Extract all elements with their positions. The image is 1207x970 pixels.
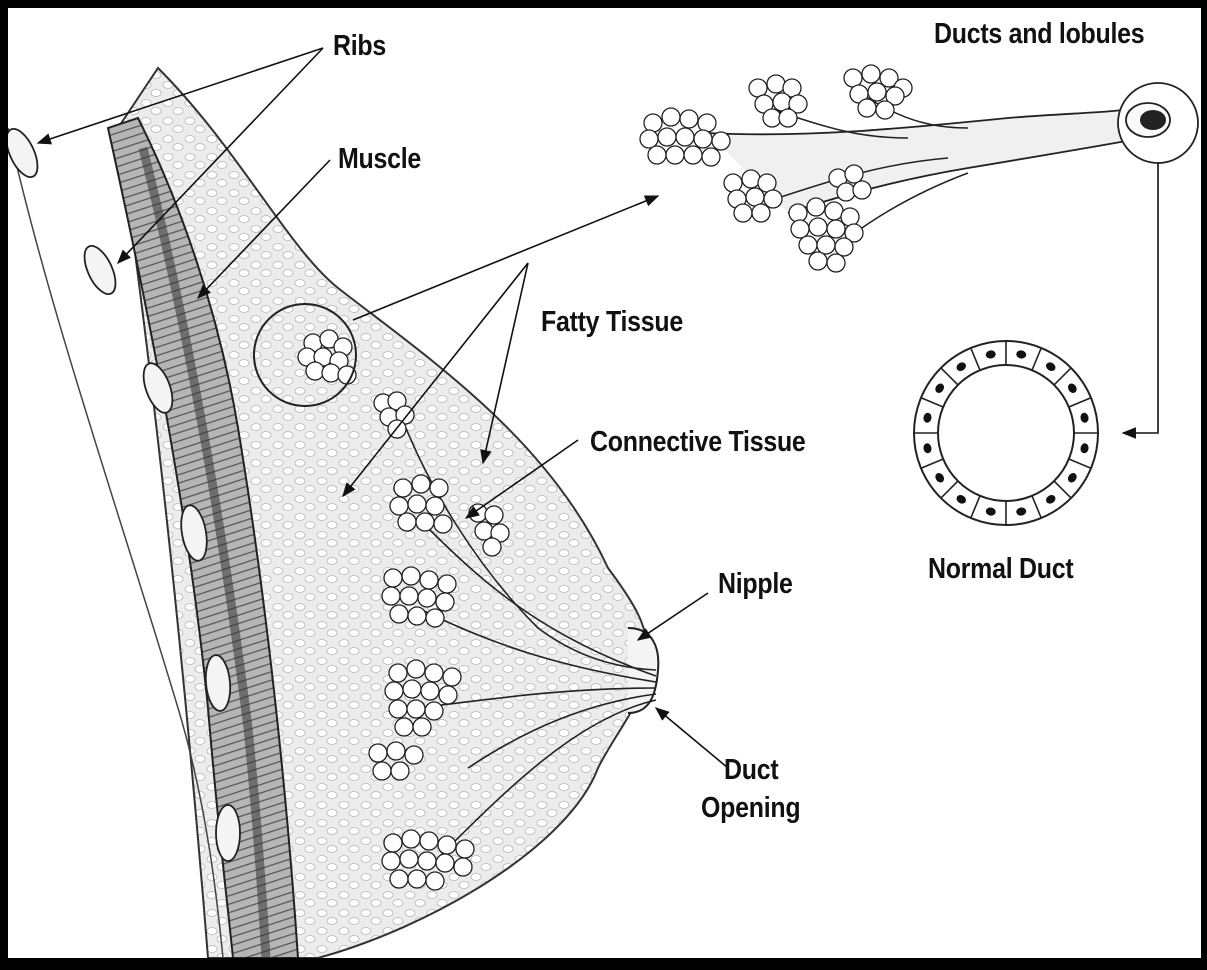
- label-normal-duct: Normal Duct: [928, 553, 1073, 585]
- label-ducts-and-lobules: Ducts and lobules: [934, 18, 1144, 50]
- label-connective-tissue: Connective Tissue: [590, 426, 806, 458]
- ducts-and-lobules-inset: [640, 65, 1198, 272]
- label-ribs: Ribs: [333, 30, 386, 62]
- breast-anatomy-illustration: [8, 8, 1201, 958]
- label-duct-opening-line1: Duct: [724, 754, 778, 786]
- normal-duct-ring: [914, 341, 1098, 525]
- label-muscle: Muscle: [338, 143, 421, 175]
- label-nipple: Nipple: [718, 568, 793, 600]
- illustration-panel: Ribs Muscle Ducts and lobules Fatty Tiss…: [8, 8, 1201, 958]
- label-duct-opening-line2: Opening: [701, 792, 800, 824]
- label-fatty-tissue: Fatty Tissue: [541, 306, 683, 338]
